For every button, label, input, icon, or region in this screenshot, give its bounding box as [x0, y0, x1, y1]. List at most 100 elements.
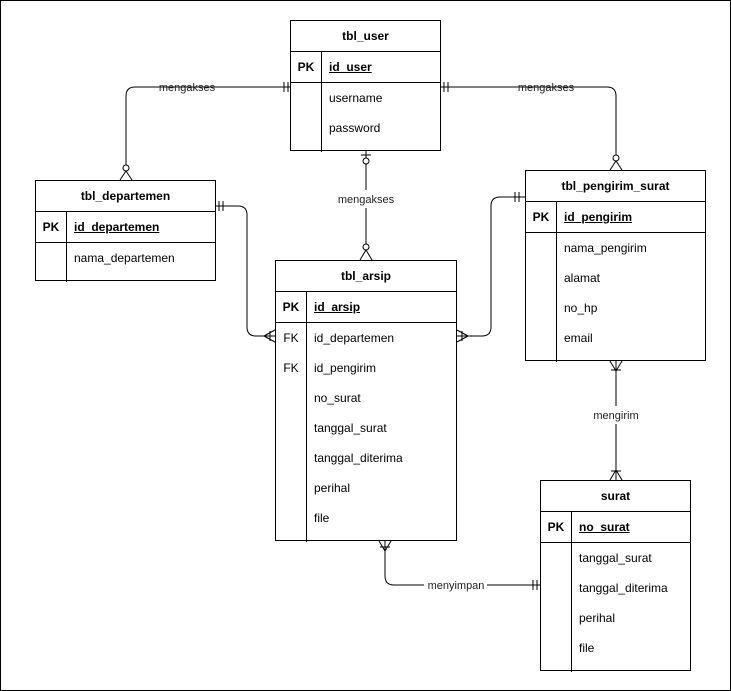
pk-field: id_departemen: [74, 220, 160, 234]
entity-tbl-user[interactable]: tbl_user PK id_user username password: [290, 20, 441, 152]
field-name: username: [329, 91, 383, 105]
key-label: [291, 113, 322, 143]
key-label: [526, 263, 557, 293]
key-label: [526, 293, 557, 323]
key-label: [526, 233, 557, 263]
key-label: PK: [36, 212, 67, 242]
field-row: tanggal_diterima: [541, 573, 690, 603]
field-name: nama_departemen: [74, 251, 175, 265]
field-row: no_surat: [276, 383, 456, 413]
pk-field: no_surat: [579, 520, 630, 534]
field-row: file: [541, 633, 690, 663]
rel-label-user-pengirim: mengakses: [518, 82, 575, 94]
field-row: alamat: [526, 263, 705, 293]
field-name: email: [564, 331, 593, 345]
field-name: nama_pengirim: [564, 241, 647, 255]
pk-row: PK id_departemen: [36, 212, 215, 243]
entity-tbl-departemen[interactable]: tbl_departemen PK id_departemen nama_dep…: [35, 180, 216, 282]
rel-label-pengirim-surat: mengirim: [593, 410, 638, 422]
key-label: PK: [276, 292, 307, 322]
entity-surat[interactable]: surat PK no_surat tanggal_surat tanggal_…: [540, 480, 691, 672]
field-name: tanggal_diterima: [314, 451, 403, 465]
field-row: nama_departemen: [36, 243, 215, 273]
field-row-spacer: [36, 273, 215, 282]
field-row: tanggal_diterima: [276, 443, 456, 473]
rel-label-user-departemen: mengakses: [159, 82, 216, 94]
key-label: FK: [276, 323, 307, 353]
rel-user-departemen: [125, 86, 290, 168]
field-row: email: [526, 323, 705, 353]
key-spacer: [36, 273, 67, 282]
field-row: password: [291, 113, 440, 143]
field-name: no_hp: [564, 301, 598, 315]
key-label: [526, 323, 557, 353]
rel-pengirim-arsip: [457, 196, 525, 337]
field-row: perihal: [276, 473, 456, 503]
key-label: [276, 413, 307, 443]
pk-row: PK no_surat: [541, 512, 690, 543]
field-row: tanggal_surat: [541, 543, 690, 573]
entity-title: tbl_user: [291, 21, 440, 52]
key-label: [276, 383, 307, 413]
field-row-spacer: [541, 663, 690, 672]
entity-tbl-arsip[interactable]: tbl_arsip PK id_arsip FK id_departemen F…: [275, 260, 457, 542]
entity-tbl-pengirim-surat[interactable]: tbl_pengirim_surat PK id_pengirim nama_p…: [525, 170, 706, 362]
field-name: alamat: [564, 271, 601, 285]
field-name: id_departemen: [314, 331, 395, 345]
field-name: id_pengirim: [314, 361, 377, 375]
field-name: file: [579, 641, 595, 655]
key-label: PK: [291, 52, 322, 82]
key-label: [541, 633, 572, 663]
key-label: [291, 83, 322, 113]
entity-title: tbl_arsip: [276, 261, 456, 292]
field-row: tanggal_surat: [276, 413, 456, 443]
field-row-spacer: [526, 353, 705, 362]
field-row-spacer: [291, 143, 440, 152]
rel-user-pengirim: [441, 86, 617, 156]
field-name: perihal: [314, 481, 351, 495]
key-label: [276, 503, 307, 533]
rel-label-arsip-surat: menyimpan: [428, 580, 485, 592]
key-spacer: [276, 533, 307, 542]
key-label: [276, 473, 307, 503]
field-name: perihal: [579, 611, 616, 625]
key-label: [541, 603, 572, 633]
field-row: perihal: [541, 603, 690, 633]
field-row: FK id_pengirim: [276, 353, 456, 383]
field-name: no_surat: [314, 391, 361, 405]
field-row: username: [291, 83, 440, 113]
field-name: tanggal_surat: [579, 551, 652, 565]
entity-title: tbl_pengirim_surat: [526, 171, 705, 202]
key-label: FK: [276, 353, 307, 383]
key-label: [36, 243, 67, 273]
rel-label-user-arsip: mengakses: [338, 194, 395, 206]
field-row: nama_pengirim: [526, 233, 705, 263]
pk-row: PK id_user: [291, 52, 440, 83]
field-name: password: [329, 121, 381, 135]
pk-row: PK id_arsip: [276, 292, 456, 323]
rel-departemen-arsip: [216, 205, 275, 337]
key-spacer: [526, 353, 557, 362]
key-label: PK: [541, 512, 572, 542]
key-spacer: [541, 663, 572, 672]
field-name: tanggal_diterima: [579, 581, 668, 595]
pk-field: id_arsip: [314, 300, 361, 314]
pk-row: PK id_pengirim: [526, 202, 705, 233]
pk-field: id_user: [329, 60, 372, 74]
field-row: no_hp: [526, 293, 705, 323]
key-label: [276, 443, 307, 473]
entity-title: tbl_departemen: [36, 181, 215, 212]
rel-arsip-surat: [384, 541, 540, 586]
field-row: file: [276, 503, 456, 533]
field-row-spacer: [276, 533, 456, 542]
key-spacer: [291, 143, 322, 152]
key-label: PK: [526, 202, 557, 232]
field-row: FK id_departemen: [276, 323, 456, 353]
field-name: tanggal_surat: [314, 421, 387, 435]
pk-field: id_pengirim: [564, 210, 633, 224]
key-label: [541, 573, 572, 603]
entity-title: surat: [541, 481, 690, 512]
key-label: [541, 543, 572, 573]
field-name: file: [314, 511, 330, 525]
